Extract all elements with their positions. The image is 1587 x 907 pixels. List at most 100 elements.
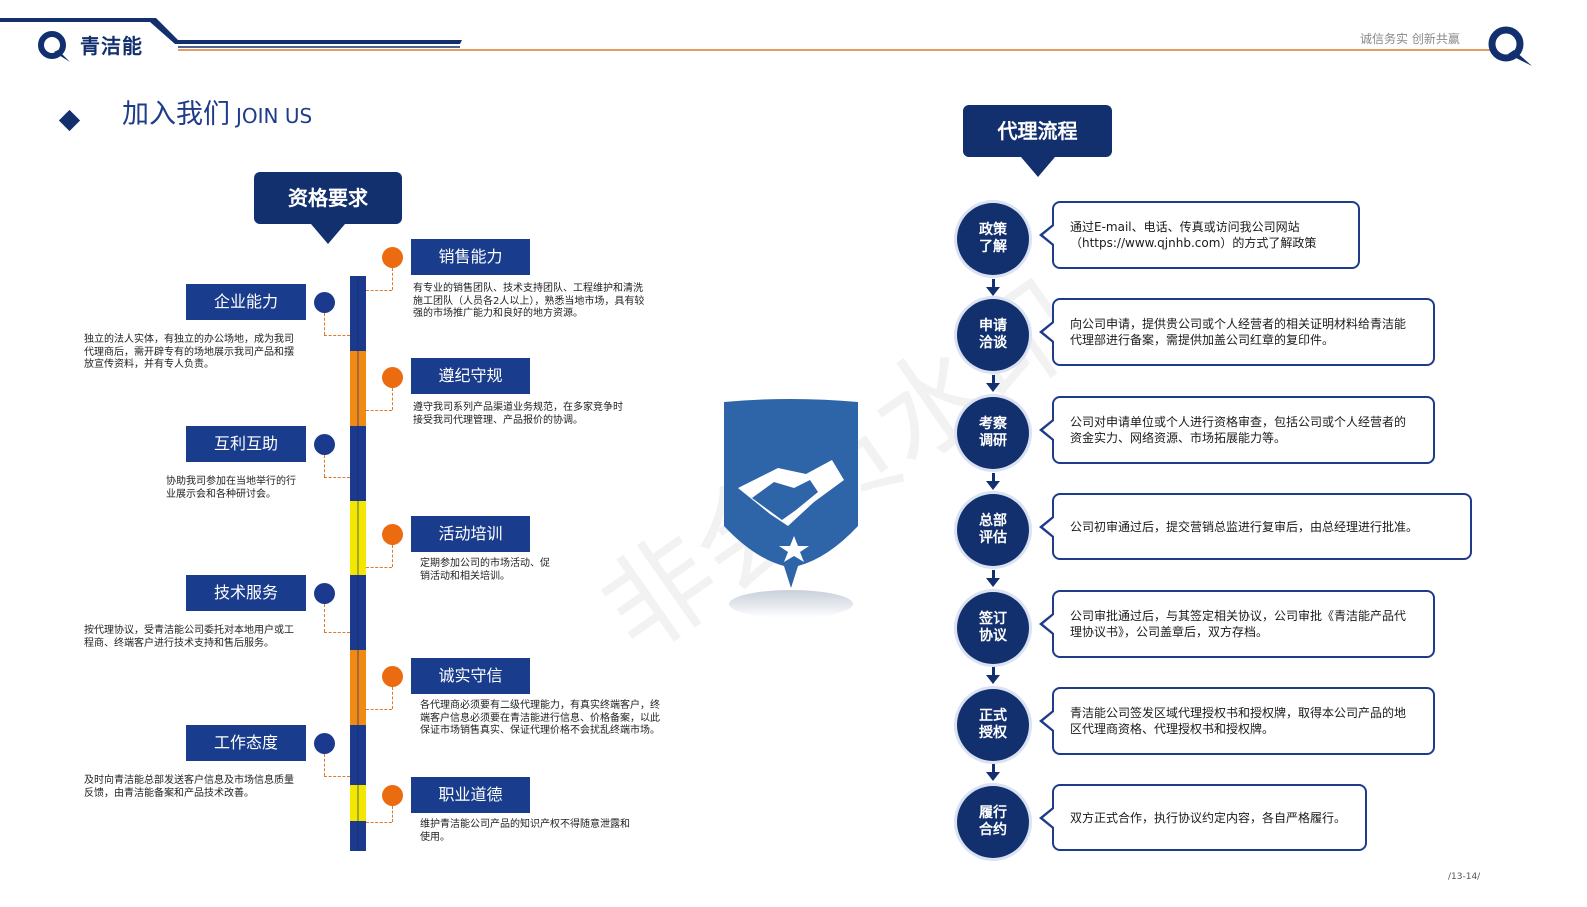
qualification-heading: 资格要求 <box>254 172 402 244</box>
qual-desc-sales: 有专业的销售团队、技术支持团队、工程维护和清洗施工团队（人员各2人以上），熟悉当… <box>413 283 645 319</box>
connector <box>366 567 392 568</box>
step-tip-inner <box>1043 420 1055 440</box>
step-tip-inner <box>1043 322 1055 342</box>
connector <box>392 268 393 290</box>
connector <box>366 822 392 823</box>
step-box-apply: 向公司申请，提供贵公司或个人经营者的相关证明材料给青洁能代理部进行备案，需提供加… <box>1039 298 1435 366</box>
connector <box>392 388 393 410</box>
step-name: 政策了解 <box>979 222 1007 255</box>
slogan: 诚信务实 创新共赢 <box>1360 32 1460 46</box>
qual-label-sales: 销售能力 <box>411 239 530 275</box>
flow-arrow <box>992 375 995 385</box>
qual-label-tech: 技术服务 <box>186 575 306 611</box>
arrow-down-icon <box>986 481 1000 490</box>
step-text: 公司初审通过后，提交营销总监进行复审后，由总经理进行批准。 <box>1070 519 1419 534</box>
step-name: 履行合约 <box>979 805 1007 838</box>
step-name: 考察调研 <box>979 416 1007 449</box>
arrow-down-icon <box>986 675 1000 684</box>
step-tip-inner <box>1043 807 1055 828</box>
flow-arrow <box>992 473 995 483</box>
step-box-inspect: 公司对申请单位或个人进行资格审查，包括公司或个人经营者的资金实力、网络资源、市场… <box>1039 396 1435 464</box>
qual-dot <box>314 434 335 455</box>
flow-arrow <box>992 279 995 289</box>
step-circle-apply: 申请洽谈 <box>957 299 1029 371</box>
flow-arrow <box>992 570 995 580</box>
arrow-down-icon <box>986 772 1000 781</box>
qual-desc-compliance: 遵守我司系列产品渠道业务规范，在多家竞争时接受我司代理管理、产品报价的协调。 <box>413 402 623 426</box>
connector <box>366 410 392 411</box>
timeline-center-line <box>357 276 359 851</box>
step-circle-authorize: 正式授权 <box>957 689 1029 761</box>
timeline-bar <box>350 276 366 851</box>
step-name: 签订协议 <box>979 611 1007 644</box>
connector <box>392 806 393 822</box>
flow-arrow <box>992 764 995 774</box>
step-tip-inner <box>1043 225 1055 245</box>
qual-desc-attitude: 及时向青洁能总部发送客户信息及市场信息质量反馈，由青洁能备案和产品技术改善。 <box>84 775 294 799</box>
step-box-policy: 通过E-mail、电话、传真或访问我公司网站（https://www.qjnhb… <box>1039 201 1360 269</box>
qual-dot <box>314 292 335 313</box>
step-tip-inner <box>1043 516 1055 537</box>
page-number: /13-14/ <box>1448 872 1481 882</box>
connector <box>324 604 325 632</box>
connector <box>324 477 350 478</box>
qual-dot-orange <box>382 666 403 687</box>
arrow-down-icon <box>986 578 1000 587</box>
qual-label-mutual: 互利互助 <box>186 426 306 462</box>
step-name: 正式授权 <box>979 708 1007 741</box>
qual-dot-orange <box>382 247 403 268</box>
qual-desc-mutual: 协助我司参加在当地举行的行业展示会和各种研讨会。 <box>166 476 296 500</box>
connector <box>392 545 393 567</box>
qual-desc-enterprise: 独立的法人实体，有独立的办公场地，成为我司代理商后，需开辟专有的场地展示我司产品… <box>84 334 294 370</box>
connector <box>324 335 350 336</box>
page-title-en: JOIN US <box>236 104 313 128</box>
qual-dot <box>314 733 335 754</box>
step-circle-sign: 签订协议 <box>957 592 1029 664</box>
step-text: 公司对申请单位或个人进行资格审查，包括公司或个人经营者的资金实力、网络资源、市场… <box>1070 415 1407 445</box>
qual-desc-integrity: 各代理商必须要有二级代理能力，有真实终端客户，终端客户信息必须要在青洁能进行信息… <box>420 700 660 736</box>
qual-desc-training: 定期参加公司的市场活动、促销活动和相关培训。 <box>420 558 550 582</box>
step-box-authorize: 青洁能公司签发区域代理授权书和授权牌，取得本公司产品的地区代理商资格、代理授权书… <box>1039 687 1435 755</box>
step-text: 双方正式合作，执行协议约定内容，各自严格履行。 <box>1070 810 1347 825</box>
arrow-down-icon <box>986 383 1000 392</box>
qual-dot-orange <box>382 367 403 388</box>
step-circle-inspect: 考察调研 <box>957 397 1029 469</box>
qual-label-training: 活动培训 <box>411 516 530 552</box>
step-circle-perform: 履行合约 <box>957 786 1029 858</box>
logo-icon-right <box>1488 26 1532 66</box>
connector <box>366 709 392 710</box>
step-tip-inner <box>1043 614 1055 634</box>
connector <box>366 290 392 291</box>
logo-text: 青洁能 <box>80 34 143 58</box>
connector <box>324 455 325 477</box>
qual-label-integrity: 诚实守信 <box>411 658 530 694</box>
step-text: 公司审批通过后，与其签定相关协议，公司审批《青洁能产品代理协议书》，公司盖章后，… <box>1070 609 1407 639</box>
step-text: 通过E-mail、电话、传真或访问我公司网站（https://www.qjnhb… <box>1070 220 1317 250</box>
flow-arrow <box>992 667 995 677</box>
step-circle-policy: 政策了解 <box>957 203 1029 275</box>
qual-label-enterprise: 企业能力 <box>186 284 306 320</box>
qual-dot <box>314 583 335 604</box>
step-box-sign: 公司审批通过后，与其签定相关协议，公司审批《青洁能产品代理协议书》，公司盖章后，… <box>1039 590 1435 658</box>
qual-label-compliance: 遵纪守规 <box>411 358 530 394</box>
step-text: 向公司申请，提供贵公司或个人经营者的相关证明材料给青洁能代理部进行备案，需提供加… <box>1070 317 1407 347</box>
page-title-cn: 加入我们 <box>122 99 230 130</box>
qual-label-ethics: 职业道德 <box>411 777 530 813</box>
header-decoration <box>0 18 1490 51</box>
step-tip-inner <box>1043 711 1055 731</box>
qual-desc-ethics: 维护青洁能公司产品的知识产权不得随意泄露和使用。 <box>420 819 630 843</box>
handshake-shield-icon <box>724 399 858 618</box>
connector <box>324 754 325 776</box>
step-box-perform: 双方正式合作，执行协议约定内容，各自严格履行。 <box>1039 784 1367 851</box>
step-box-evaluate: 公司初审通过后，提交营销总监进行复审后，由总经理进行批准。 <box>1039 493 1472 560</box>
qual-dot-orange <box>382 785 403 806</box>
connector <box>324 632 350 633</box>
logo-icon <box>38 31 70 62</box>
process-heading: 代理流程 <box>963 105 1112 177</box>
qual-label-attitude: 工作态度 <box>186 725 306 761</box>
connector <box>324 313 325 335</box>
qual-dot-orange <box>382 524 403 545</box>
step-text: 青洁能公司签发区域代理授权书和授权牌，取得本公司产品的地区代理商资格、代理授权书… <box>1070 706 1407 736</box>
title-diamond-icon <box>58 109 81 132</box>
